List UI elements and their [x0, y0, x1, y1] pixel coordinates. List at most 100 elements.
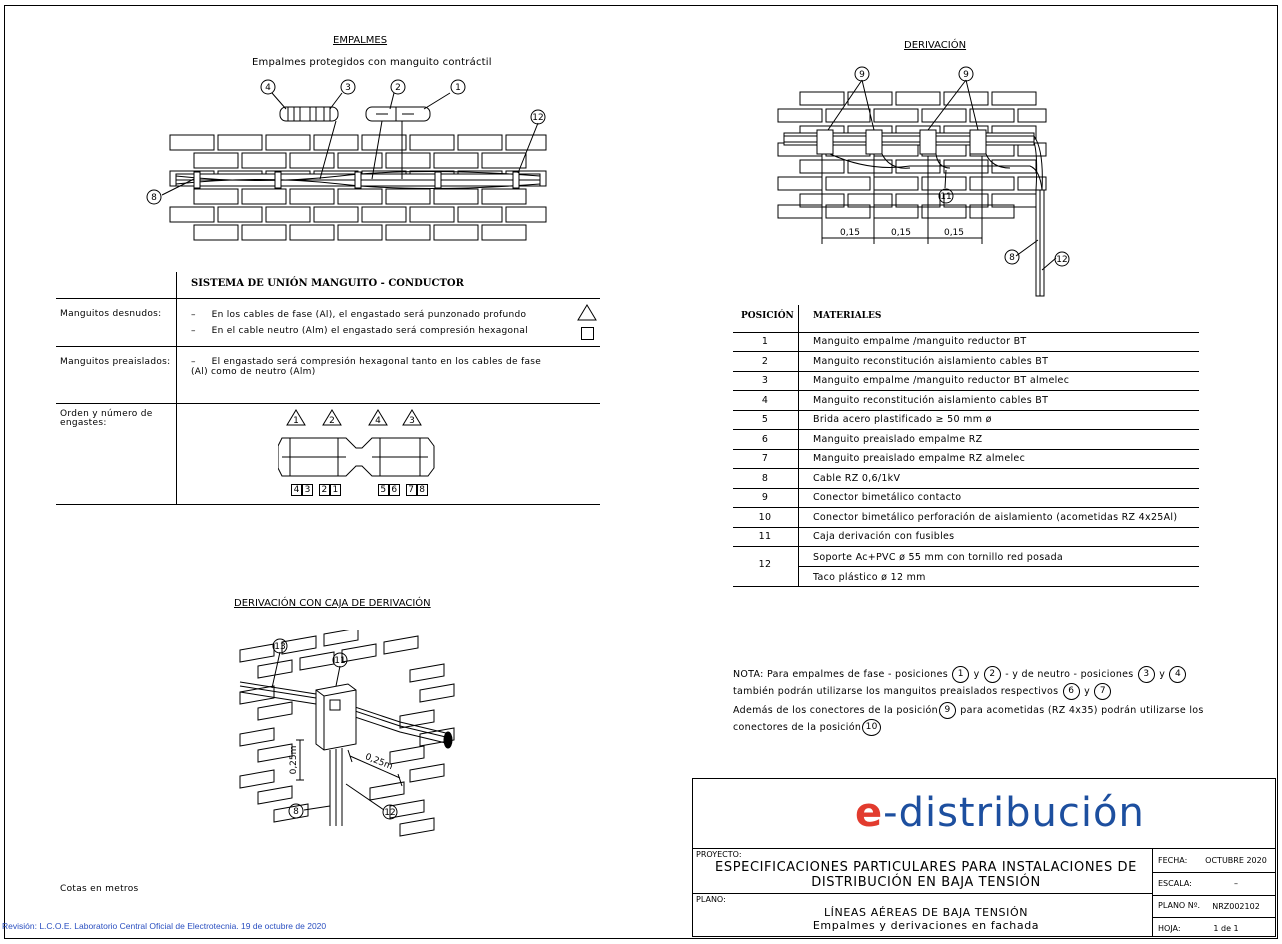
order-box-7: 7	[405, 484, 417, 496]
tb-vline	[1152, 848, 1153, 937]
nota-circ-6: 6	[1062, 683, 1080, 700]
mat-text: Conector bimetálico contacto	[813, 492, 962, 503]
callout-1: 1	[455, 83, 461, 93]
mat-row-6: 6 Manguito preaislado empalme RZ	[733, 430, 1199, 450]
row-text-desnudos-1: – En los cables de fase (Al), el engasta…	[191, 310, 527, 320]
mat-sep	[733, 449, 1199, 450]
der-callout-11: 11	[940, 192, 951, 202]
mat-sep	[733, 429, 1199, 430]
nota-text: y	[973, 669, 980, 680]
order-box-3: 2	[318, 484, 330, 496]
brand-logo: e-distribución	[855, 790, 1145, 836]
callout-2: 2	[395, 83, 401, 93]
mat-header-pos: POSICIÓN	[741, 311, 794, 321]
empalmes-subtitle: Empalmes protegidos con manguito contrác…	[252, 57, 492, 68]
mat-hline-bottom	[733, 586, 1199, 587]
sistema-hline-2	[56, 346, 600, 347]
callout-8: 8	[151, 193, 157, 203]
mat-header-mat: MATERIALES	[813, 311, 882, 321]
mat-hline-top	[733, 332, 1199, 333]
nota-circ-10: 10	[862, 719, 882, 736]
nota-circ-2: 2	[983, 666, 1001, 683]
nota-circ-4: 4	[1169, 666, 1187, 683]
mat-pos: 7	[761, 453, 769, 464]
nota-circ-3: 3	[1137, 666, 1155, 683]
derivacion-drawing: 9 9 11 8 12 0,15 0,15 0,15	[777, 66, 1070, 297]
mat-sep-inner	[798, 566, 1199, 567]
caja-callout-11: 11	[334, 656, 345, 666]
brand-logo-text: -distribución	[883, 790, 1145, 836]
plano-n-value: NRZ002102	[1212, 902, 1260, 911]
sheet-border	[4, 5, 1278, 939]
mat-text: Manguito preaislado empalme RZ almelec	[813, 453, 1026, 464]
der-dim-3: 0,15	[944, 228, 964, 238]
mat-sep	[733, 371, 1199, 372]
mat-text: Manguito empalme /manguito reductor BT a…	[813, 375, 1070, 386]
derivacion-title: DERIVACIÓN	[904, 40, 967, 51]
der-callout-12: 12	[1056, 255, 1067, 265]
row-text-desnudos-2: – En el cable neutro (Alm) el engastado …	[191, 326, 528, 336]
mat-pos: 6	[761, 433, 769, 445]
empalmes-title: EMPALMES	[333, 35, 388, 46]
escala-label: ESCALA:	[1158, 879, 1192, 888]
empalmes-drawing: 4 3 2 1 12 8	[146, 79, 547, 241]
mat-sep	[733, 390, 1199, 391]
plano-line-2: Empalmes y derivaciones en fachada	[812, 919, 1040, 932]
fecha-value: OCTUBRE 2020	[1205, 856, 1267, 865]
plano-line-1: LÍNEAS AÉREAS DE BAJA TENSIÓN	[823, 906, 1029, 919]
callout-4: 4	[265, 83, 271, 93]
der-callout-9a: 9	[859, 70, 865, 80]
mat-sep	[733, 488, 1199, 489]
order-tri-2: 2	[329, 416, 335, 426]
mat-pos: 11	[758, 531, 772, 542]
mat-pos: 8	[761, 472, 769, 484]
mat-sep	[733, 351, 1199, 352]
nota-text: también podrán utilizarse los manguitos …	[733, 686, 1059, 697]
tb-hline-r1	[1152, 872, 1276, 873]
mat-text: Manguito preaislado empalme RZ	[813, 433, 983, 445]
caja-callout-8: 8	[293, 807, 299, 817]
mat-pos: 5	[761, 414, 769, 425]
order-diagram: 1 2 4 3	[278, 409, 435, 477]
mat-sep	[733, 410, 1199, 411]
order-box-4: 1	[329, 484, 341, 496]
caja-callout-12: 12	[384, 808, 395, 818]
mat-pos: 12	[758, 559, 772, 570]
callout-3: 3	[345, 83, 351, 93]
caja-drawing: 13 11 8 12 0,25m 0,25m	[239, 630, 455, 837]
der-dim-2: 0,15	[891, 228, 911, 238]
sistema-hline-1	[56, 298, 600, 299]
square-icon	[581, 327, 594, 340]
row-label-desnudos: Manguitos desnudos:	[60, 309, 162, 319]
sistema-header: SISTEMA DE UNIÓN MANGUITO - CONDUCTOR	[191, 278, 464, 289]
mat-pos: 2	[761, 355, 769, 367]
proyecto-line-1: ESPECIFICACIONES PARTICULARES PARA INSTA…	[715, 860, 1137, 875]
nota-circ-1: 1	[952, 666, 970, 683]
mat-text: Soporte Ac+PVC ø 55 mm con tornillo red …	[813, 552, 1064, 563]
nota-text: y	[1159, 669, 1166, 680]
nota-text: y	[1084, 686, 1090, 697]
caja-callout-13: 13	[274, 642, 285, 652]
mat-vline	[798, 305, 799, 586]
der-callout-8: 8	[1009, 253, 1015, 263]
nota-text: Además de los conectores de la posición	[733, 705, 938, 716]
mat-text-2: Taco plástico ø 12 mm	[813, 572, 926, 583]
order-box-2: 3	[302, 484, 313, 496]
callout-12: 12	[532, 113, 543, 123]
tb-hline-1	[692, 848, 1276, 849]
order-tri-3: 4	[375, 416, 381, 426]
mat-text: Manguito empalme /manguito reductor BT	[813, 336, 1027, 347]
nota-circ-9: 9	[938, 702, 956, 719]
mat-row-7: 7 Manguito preaislado empalme RZ almelec	[733, 449, 1199, 469]
row-label-orden-2: engastes:	[60, 418, 107, 428]
nota-text: para acometidas (RZ 4x35) podrán utiliza…	[960, 705, 1204, 716]
hoja-value: 1 de 1	[1213, 924, 1239, 933]
order-tri-4: 3	[409, 416, 415, 426]
caja-title: DERIVACIÓN CON CAJA DE DERIVACIÓN	[234, 598, 431, 609]
